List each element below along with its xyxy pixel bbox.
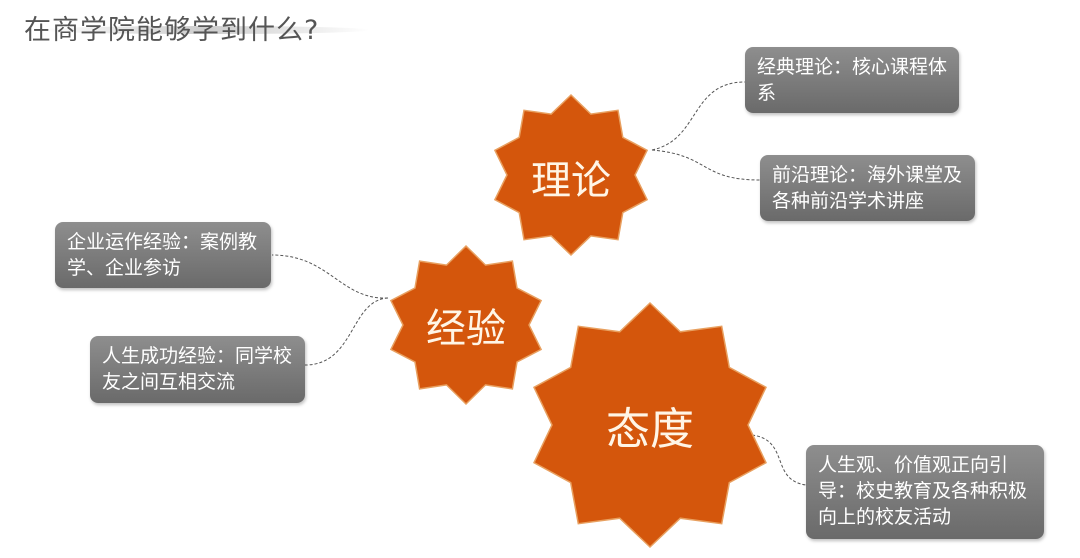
detail-box-frontier-theory: 前沿理论：海外课堂及各种前沿学术讲座 [760, 155, 975, 221]
detail-box-life-experience: 人生成功经验：同学校友之间互相交流 [90, 336, 305, 403]
connector-theory-classic [651, 81, 746, 151]
node-theory-label: 理论 [531, 158, 611, 204]
node-attitude-label: 态度 [606, 404, 694, 455]
connector-experience-life [304, 297, 389, 366]
detail-box-business-experience: 企业运作经验：案例教学、企业参访 [55, 222, 271, 288]
star-shape-theory [493, 93, 649, 257]
detail-box-classic-theory: 经典理论：核心课程体系 [745, 47, 959, 113]
star-shape-attitude [533, 301, 767, 549]
connector-experience-business [271, 254, 389, 299]
node-experience-label: 经验 [426, 306, 506, 352]
star-shape-experience [389, 244, 543, 406]
connector-attitude-guidance [751, 434, 807, 486]
page-title: 在商学院能够学到什么? [24, 15, 320, 46]
title-underline [40, 26, 370, 34]
detail-box-attitude-guidance: 人生观、价值观正向引导：校史教育及各种积极向上的校友活动 [806, 445, 1044, 539]
connector-theory-frontier [651, 149, 761, 181]
